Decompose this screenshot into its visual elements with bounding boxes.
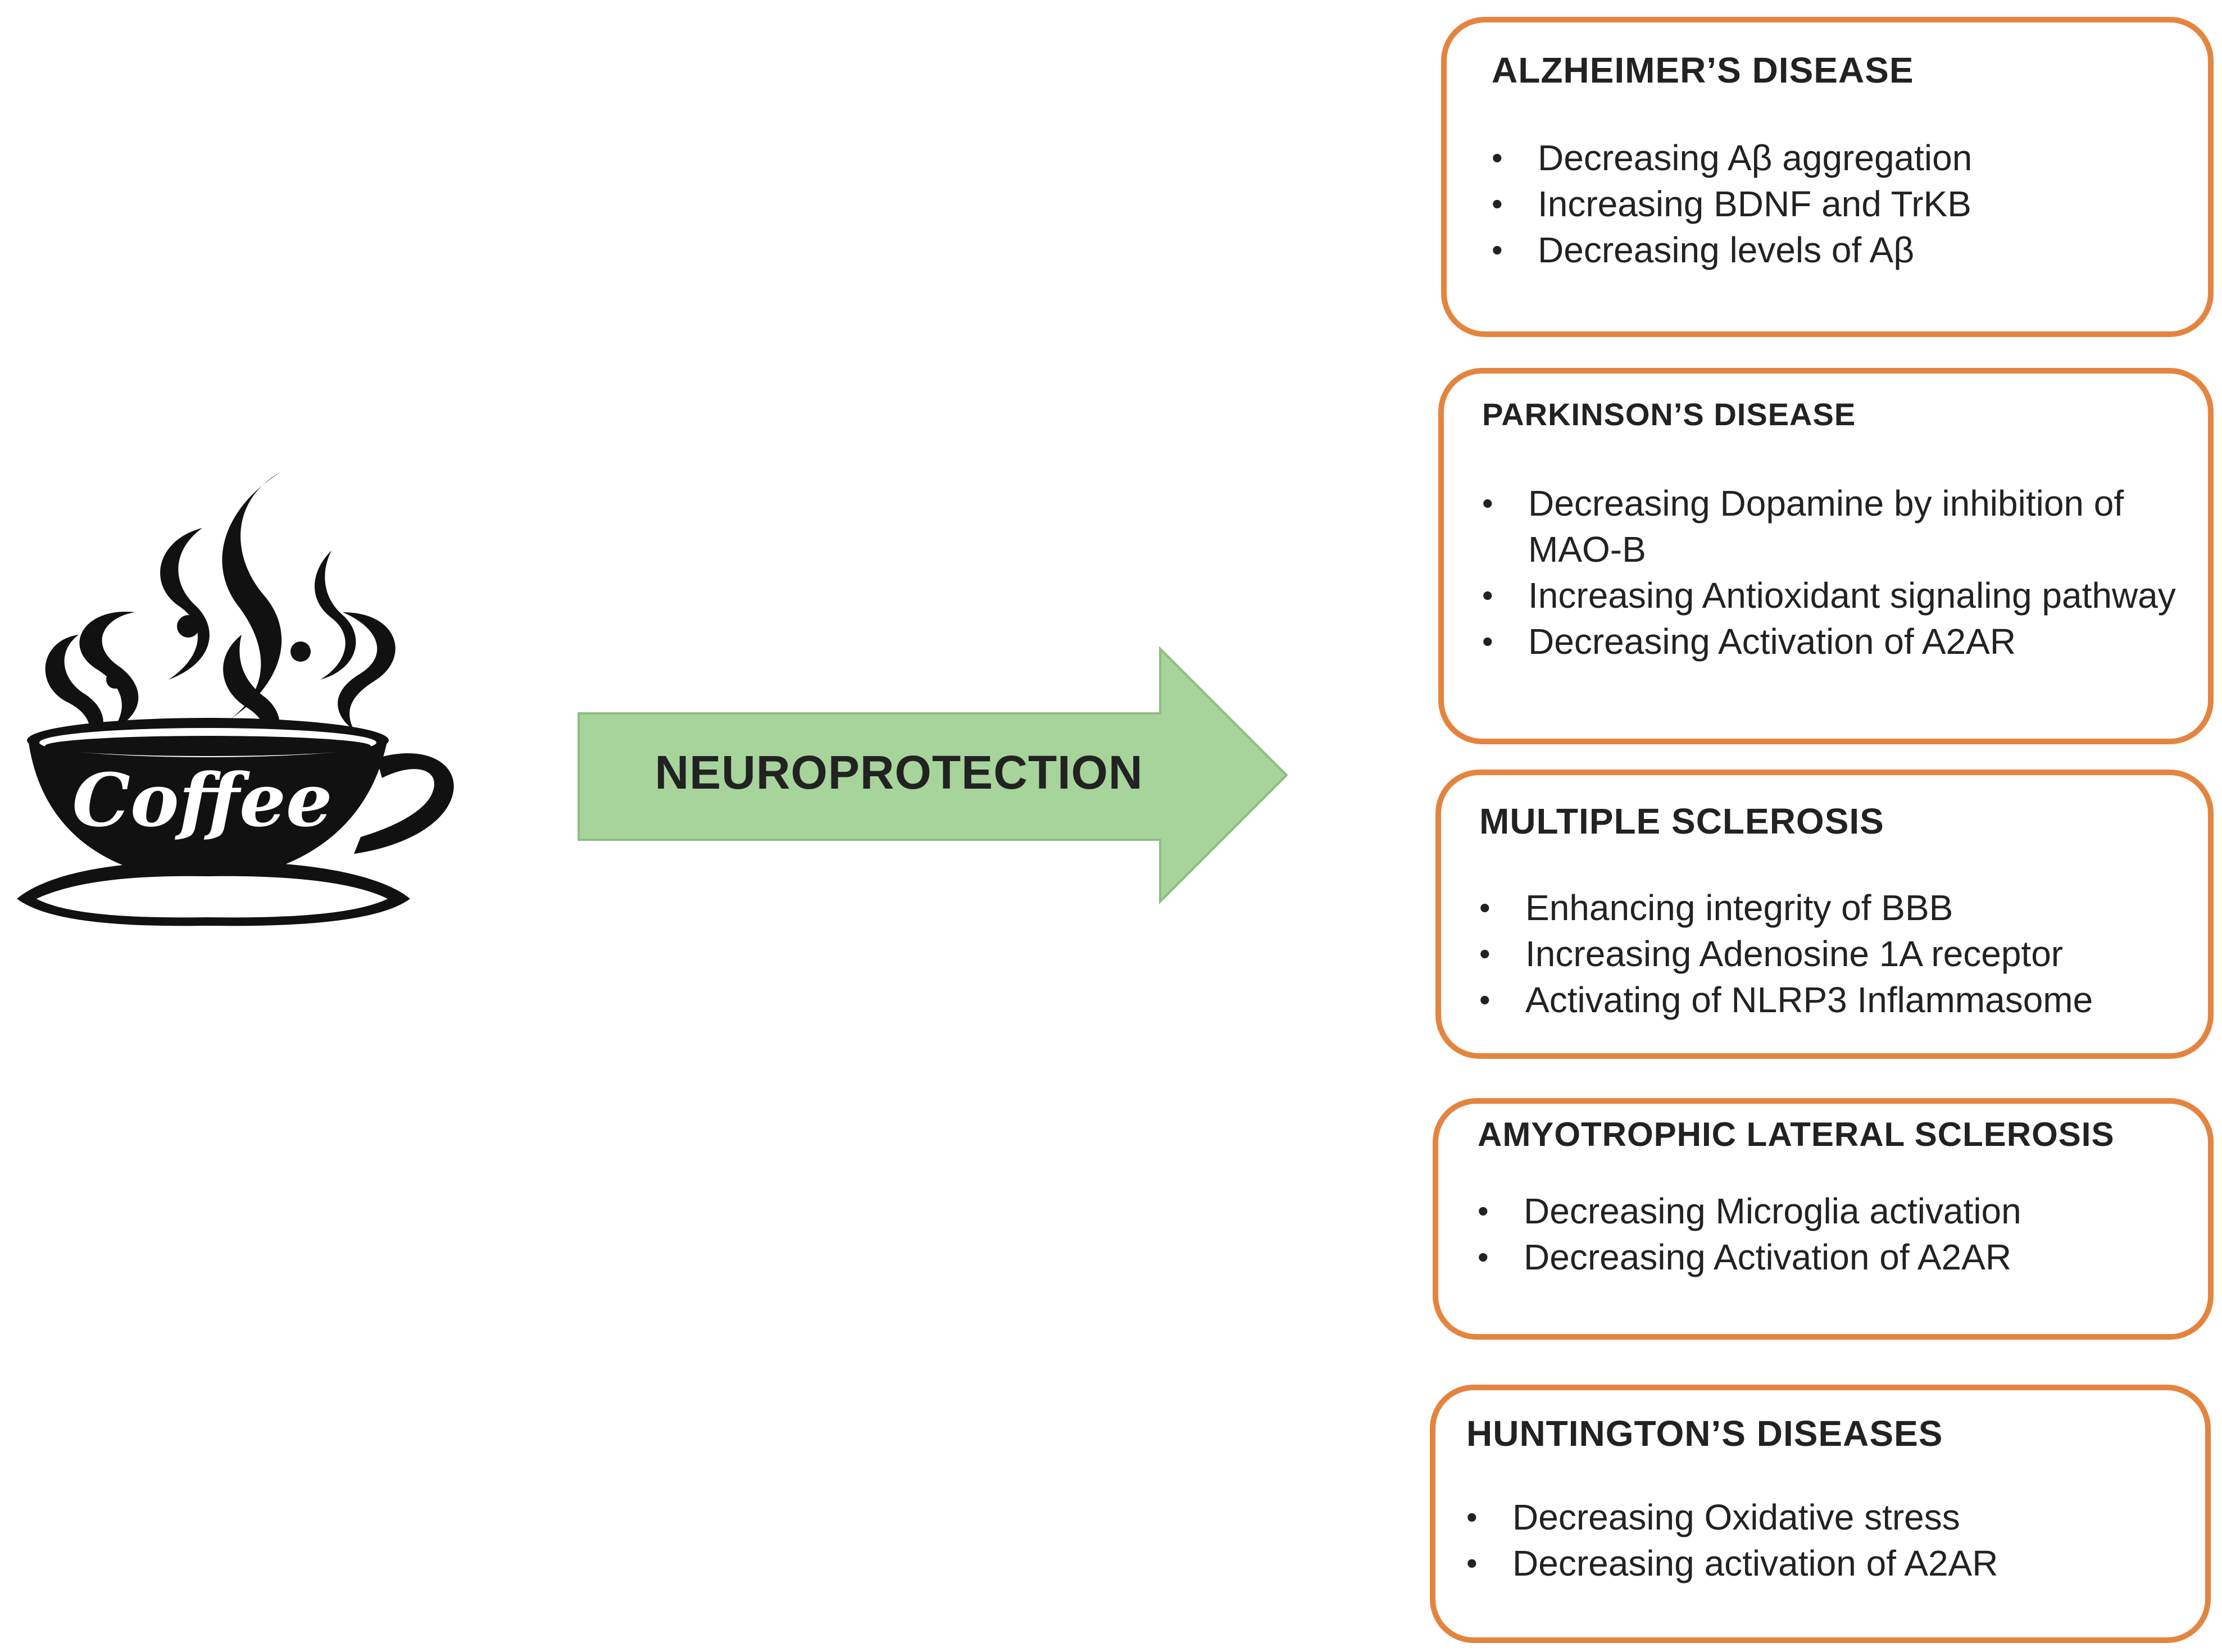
list-item: Decreasing activation of A2AR [1466, 1540, 2191, 1586]
list-item: Enhancing integrity of BBB [1479, 885, 2193, 931]
alzheimers-box: ALZHEIMER’S DISEASE Decreasing Aβ aggreg… [1441, 17, 2214, 337]
box-title: PARKINSON’S DISEASE [1482, 397, 1856, 432]
huntingtons-box: HUNTINGTON’S DISEASES Decreasing Oxidati… [1430, 1385, 2211, 1643]
box-title: HUNTINGTON’S DISEASES [1466, 1413, 1943, 1454]
list-item: Decreasing Aβ aggregation [1492, 135, 2194, 181]
list-item: Increasing BDNF and TrKB [1492, 181, 2194, 227]
bullet-list: Decreasing Aβ aggregation Increasing BDN… [1492, 135, 2194, 273]
cup-handle [354, 753, 454, 854]
box-title: ALZHEIMER’S DISEASE [1492, 50, 1914, 90]
bullet-list: Decreasing Dopamine by inhibition of MAO… [1482, 480, 2179, 665]
list-item: Decreasing Oxidative stress [1466, 1494, 2191, 1540]
box-title: MULTIPLE SCLEROSIS [1479, 801, 1884, 841]
multiple-sclerosis-box: MULTIPLE SCLEROSIS Enhancing integrity o… [1435, 770, 2214, 1059]
neuroprotection-arrow [578, 646, 1288, 904]
list-item: Activating of NLRP3 Inflammasome [1479, 977, 2193, 1023]
parkinsons-box: PARKINSON’S DISEASE Decreasing Dopamine … [1438, 368, 2214, 744]
box-title: AMYOTROPHIC LATERAL SCLEROSIS [1478, 1116, 2115, 1153]
list-item: Increasing Adenosine 1A receptor [1479, 931, 2193, 977]
list-item: Increasing Antioxidant signaling pathway [1482, 572, 2179, 618]
coffee-cup-icon: Coffee [17, 472, 454, 926]
als-box: AMYOTROPHIC LATERAL SCLEROSIS Decreasing… [1433, 1098, 2214, 1340]
list-item: Decreasing levels of Aβ [1492, 227, 2194, 273]
cup-text: Coffee [72, 757, 332, 843]
list-item: Decreasing Activation of A2AR [1482, 618, 2179, 665]
bullet-list: Enhancing integrity of BBB Increasing Ad… [1479, 885, 2193, 1023]
arrow-shape [578, 646, 1288, 904]
list-item: Decreasing Dopamine by inhibition of MAO… [1482, 480, 2179, 572]
list-item: Decreasing Activation of A2AR [1478, 1234, 2197, 1280]
bullet-list: Decreasing Oxidative stress Decreasing a… [1466, 1494, 2191, 1586]
list-item: Decreasing Microglia activation [1478, 1188, 2197, 1234]
cup-body [28, 739, 388, 882]
steam-icon [45, 472, 396, 758]
bullet-list: Decreasing Microglia activation Decreasi… [1478, 1188, 2197, 1280]
neuroprotection-label: NEUROPROTECTION [655, 746, 1143, 799]
